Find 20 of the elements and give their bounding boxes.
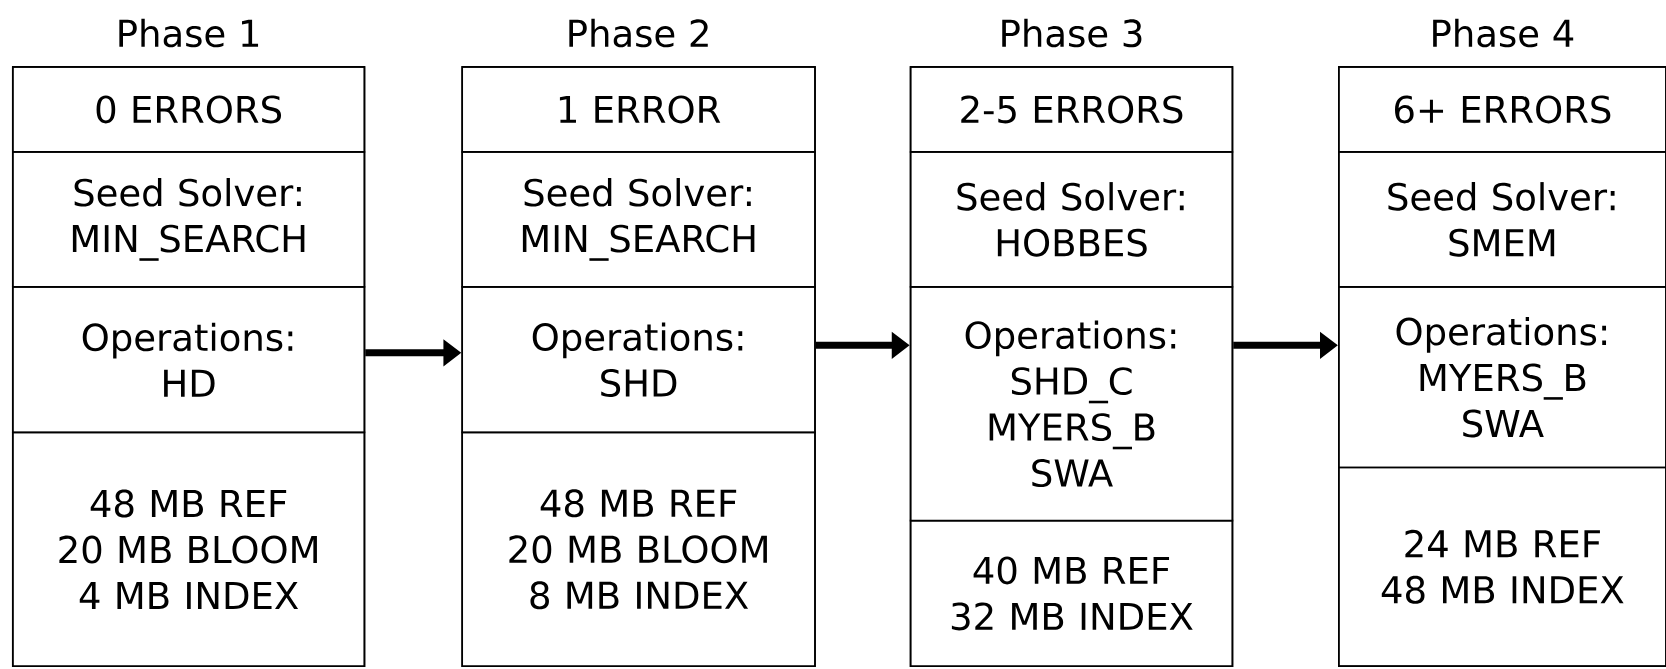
table-cell: Seed Solver: SMEM <box>1338 151 1666 288</box>
node-label: Phase 4 <box>1433 18 1574 48</box>
table-cell: Operations: MYERS_B SWA <box>1338 286 1666 469</box>
table-cell: Operations: HD <box>11 286 366 434</box>
table-cell: Seed Solver: HOBBES <box>909 151 1234 288</box>
node-label: Phase 1 <box>119 18 259 48</box>
table-cell: 48 MB REF 20 MB BLOOM 4 MB INDEX <box>11 431 366 667</box>
table-cell: Operations: SHD_C MYERS_B SWA <box>909 286 1234 522</box>
table-cell: 48 MB REF 20 MB BLOOM 8 MB INDEX <box>461 431 816 667</box>
table-cell: Operations: SHD <box>461 286 816 434</box>
table-cell: 1 ERROR <box>461 66 816 153</box>
table-cell: 40 MB REF 32 MB INDEX <box>909 519 1234 667</box>
table-cell: 6+ ERRORS <box>1338 66 1666 153</box>
table-cell: Seed Solver: MIN_SEARCH <box>461 151 816 288</box>
table-cell: 0 ERRORS <box>11 66 366 153</box>
node-label: Phase 2 <box>569 18 708 48</box>
table-cell: 24 MB REF 48 MB INDEX <box>1338 466 1666 667</box>
table-cell: 2-5 ERRORS <box>909 66 1234 153</box>
node-label: Phase 3 <box>1002 18 1142 48</box>
table-cell: Seed Solver: MIN_SEARCH <box>11 151 366 288</box>
